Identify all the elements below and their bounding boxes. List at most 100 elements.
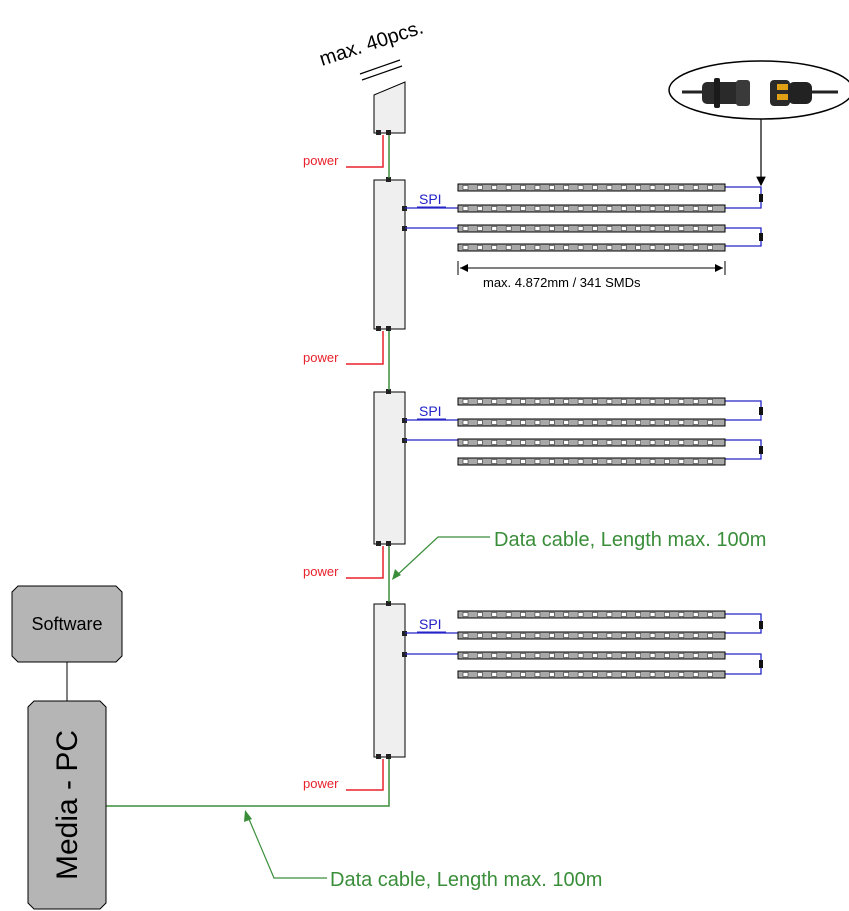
- led-smd: [707, 672, 713, 677]
- led-smd: [505, 633, 512, 638]
- led-smd: [649, 672, 656, 677]
- led-strips: [457, 183, 726, 679]
- led-smd: [649, 185, 656, 190]
- led-smd: [649, 633, 656, 638]
- led-smd: [592, 206, 598, 211]
- led-strip: [457, 631, 726, 640]
- led-smd: [664, 185, 670, 190]
- led-smd: [664, 440, 670, 445]
- led-smd: [606, 185, 613, 190]
- led-smd: [620, 226, 627, 231]
- led-smd: [620, 672, 627, 677]
- led-smd: [592, 226, 598, 231]
- led-smd: [520, 245, 526, 250]
- led-smd: [491, 672, 498, 677]
- led-smd: [678, 440, 685, 445]
- port-node: [386, 130, 391, 135]
- led-smd: [692, 399, 699, 404]
- led-smd: [606, 459, 613, 464]
- led-smd: [491, 612, 498, 617]
- led-smd: [549, 672, 555, 677]
- data-cable-label: Data cable, Length max. 100m: [494, 529, 766, 551]
- led-smd: [649, 459, 656, 464]
- led-smd: [520, 420, 526, 425]
- led-smd: [520, 672, 526, 677]
- led-smd: [707, 185, 713, 190]
- strip-length-dimension: max. 4.872mm / 341 SMDs: [457, 261, 726, 290]
- power-label: power: [303, 776, 339, 791]
- led-smd: [620, 245, 627, 250]
- led-smd: [520, 440, 526, 445]
- led-smd: [491, 226, 498, 231]
- led-smd: [462, 399, 469, 404]
- led-smd: [477, 420, 483, 425]
- led-strip: [457, 418, 726, 427]
- led-smd: [563, 399, 570, 404]
- led-smd: [649, 612, 656, 617]
- led-strip: [457, 457, 726, 466]
- led-smd: [505, 653, 512, 658]
- led-smd: [462, 440, 469, 445]
- led-smd: [577, 672, 584, 677]
- led-smd: [664, 633, 670, 638]
- led-smd: [520, 185, 526, 190]
- data-cable-label: Data cable, Length max. 100m: [330, 869, 602, 891]
- break-mark: [359, 59, 403, 81]
- led-smd: [592, 440, 598, 445]
- led-smd: [520, 226, 526, 231]
- led-smd: [491, 185, 498, 190]
- led-smd: [477, 672, 483, 677]
- led-smd: [577, 245, 584, 250]
- max-pcs-label: max. 40pcs.: [317, 17, 426, 71]
- led-smd: [620, 653, 627, 658]
- led-smd: [707, 399, 713, 404]
- led-smd: [563, 185, 570, 190]
- led-smd: [563, 440, 570, 445]
- led-smd: [505, 185, 512, 190]
- led-smd: [707, 226, 713, 231]
- led-strip: [457, 438, 726, 447]
- led-smd: [592, 612, 598, 617]
- led-smd: [534, 653, 541, 658]
- spi-label: SPI: [419, 191, 442, 207]
- led-smd: [563, 672, 570, 677]
- led-smd: [477, 245, 483, 250]
- led-smd: [635, 612, 641, 617]
- led-smd: [664, 399, 670, 404]
- led-smd: [592, 245, 598, 250]
- led-smd: [649, 420, 656, 425]
- led-smd: [520, 633, 526, 638]
- led-smd: [692, 226, 699, 231]
- data-cable-callout-lower: Data cable, Length max. 100m: [244, 810, 602, 891]
- led-smd: [505, 459, 512, 464]
- led-smd: [606, 420, 613, 425]
- led-smd: [606, 206, 613, 211]
- led-smd: [534, 612, 541, 617]
- led-smd: [678, 245, 685, 250]
- led-smd: [692, 420, 699, 425]
- led-smd: [678, 185, 685, 190]
- led-smd: [462, 206, 469, 211]
- controller-1: [373, 179, 406, 330]
- software-box: Software: [11, 585, 123, 663]
- led-smd: [534, 399, 541, 404]
- led-smd: [678, 420, 685, 425]
- led-smd: [462, 185, 469, 190]
- led-smd: [477, 226, 483, 231]
- led-smd: [678, 672, 685, 677]
- led-smd: [620, 633, 627, 638]
- power-lines: [346, 135, 384, 791]
- led-smd: [577, 226, 584, 231]
- led-smd: [692, 245, 699, 250]
- led-smd: [549, 653, 555, 658]
- led-smd: [649, 226, 656, 231]
- led-smd: [592, 399, 598, 404]
- led-smd: [505, 399, 512, 404]
- led-smd: [620, 420, 627, 425]
- led-smd: [620, 206, 627, 211]
- led-smd: [664, 245, 670, 250]
- led-smd: [534, 672, 541, 677]
- led-smd: [664, 206, 670, 211]
- led-smd: [649, 440, 656, 445]
- led-smd: [707, 420, 713, 425]
